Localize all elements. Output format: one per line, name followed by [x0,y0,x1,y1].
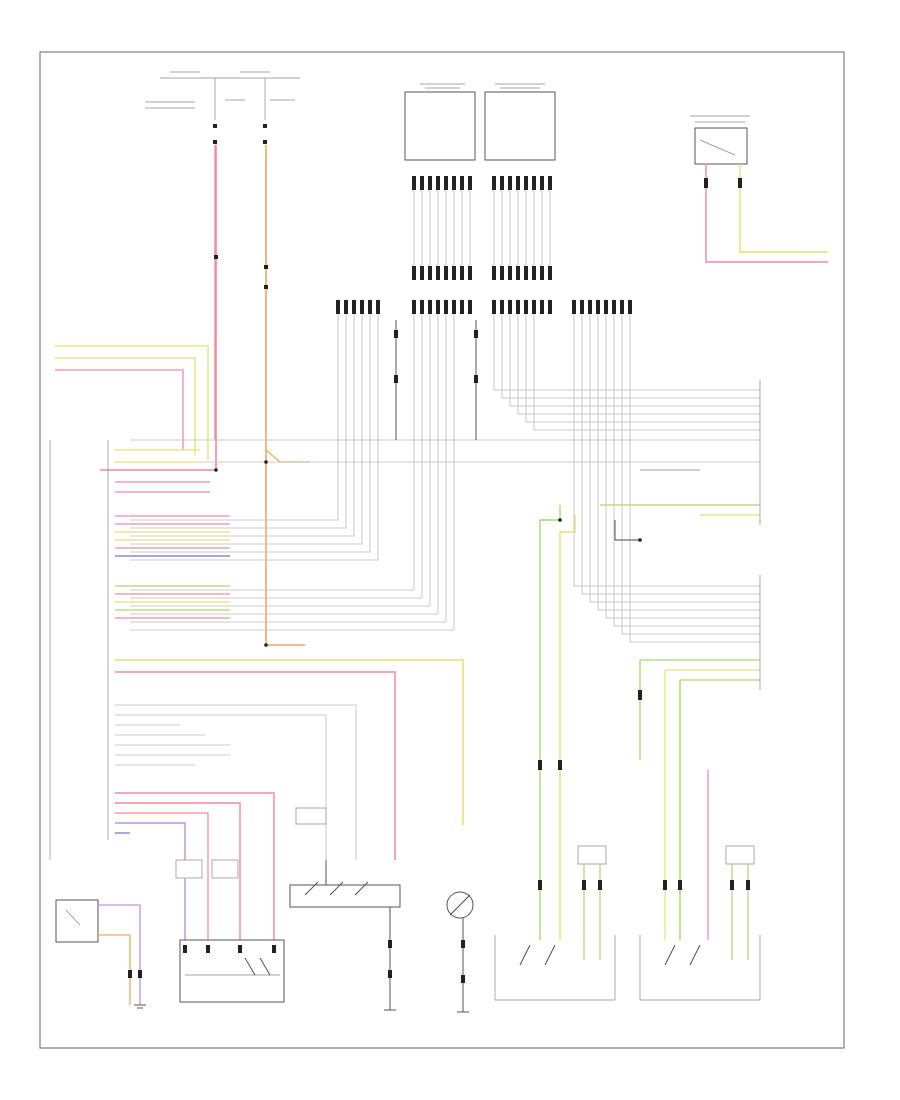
right-module-box [484,83,556,161]
mirror-switch-box [175,859,285,1003]
fuse-feed-group [145,71,300,144]
wire-pink-sensor [705,164,828,263]
wire-green-3 [639,659,650,760]
left-connector-block-2 [115,515,230,557]
signal-drops [394,320,478,440]
wire-orange-branch [265,449,310,463]
wire-pink-feed [100,145,217,471]
wires-to-mirror-switch [115,792,275,940]
left-module-box [404,83,476,161]
rear-module-b [639,845,761,1001]
left-connector-block-3 [115,585,230,619]
wire-yellow-long [115,659,464,825]
module-output-wires [412,176,552,280]
connector-row-left [336,300,472,314]
grey-bus-lines [130,314,760,643]
wire-pink-long [115,671,396,860]
wire-yellow-sensor [739,164,828,253]
small-left-module [55,899,142,1005]
sensor-box [690,115,750,165]
center-switch-block [289,807,401,1011]
splice-dot-icon [214,460,642,647]
right-connector-upper [640,380,761,525]
left-harness [49,345,209,860]
diagram-frame [39,51,845,1049]
pushbutton-lamp [446,891,474,1013]
wire-orange-feed [265,145,305,646]
lower-left-grey-wires [115,704,357,860]
wire-yellow-1 [559,515,576,940]
wire-black-split [614,520,640,541]
wire-green-1 [539,505,561,940]
ground-symbol-icon [134,1004,146,1009]
right-connector-lower [650,575,761,690]
left-connector-block-1 [115,449,210,493]
front-module-a [494,845,616,1001]
connector-row-right [492,300,632,314]
